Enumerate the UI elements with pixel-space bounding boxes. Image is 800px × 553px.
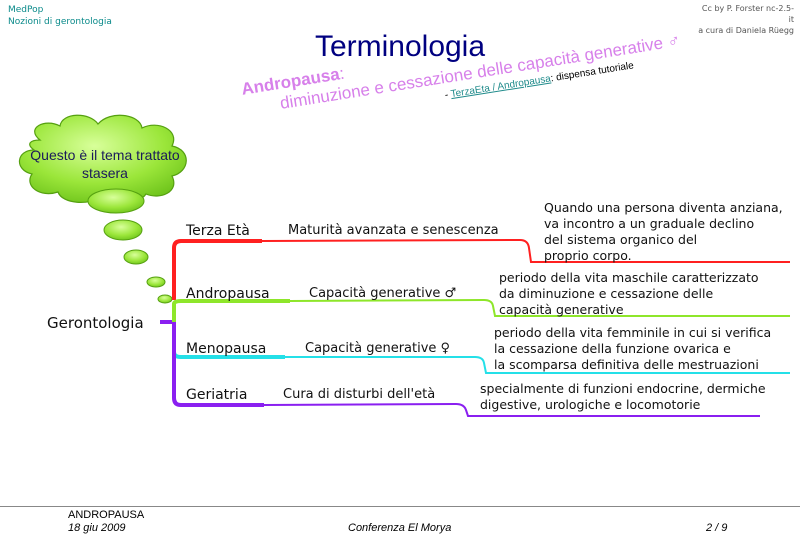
branch-line-andropausa bbox=[172, 299, 290, 322]
desc-menopausa: periodo della vita femminile in cui si v… bbox=[494, 325, 772, 372]
desc-terza-eta: Quando una persona diventa anziana, va i… bbox=[544, 200, 783, 263]
credit-line: a cura di Daniela Rüegg bbox=[698, 26, 794, 35]
footer-event: Conferenza El Morya bbox=[348, 522, 452, 534]
header-left: MedPop Nozioni di gerontologia bbox=[8, 4, 112, 28]
desc-geriatria: specialmente di funzioni endocrine, derm… bbox=[480, 381, 766, 412]
node-terza-eta[interactable]: Terza Età bbox=[186, 223, 250, 239]
subnode-geriatria[interactable]: Cura di disturbi dell'età bbox=[283, 387, 436, 402]
footer-date: 18 giu 2009 bbox=[68, 522, 126, 534]
node-andropausa[interactable]: Andropausa bbox=[186, 286, 270, 302]
thought-cloud bbox=[18, 114, 187, 304]
desc-andropausa: periodo della vita maschile caratterizza… bbox=[499, 270, 759, 317]
footer-topic: ANDROPAUSA bbox=[68, 509, 145, 521]
section-name: Nozioni di gerontologia bbox=[8, 17, 112, 27]
footer-page-number: 2 / 9 bbox=[706, 522, 728, 534]
subnode-menopausa[interactable]: Capacità generative ♀ bbox=[305, 341, 451, 356]
branch-line-terza-eta bbox=[172, 239, 262, 300]
cloud-text: Questo è il tema trattato stasera bbox=[30, 147, 180, 181]
app-name: MedPop bbox=[8, 5, 44, 15]
branch-line-geriatria bbox=[172, 322, 264, 407]
node-geriatria[interactable]: Geriatria bbox=[186, 387, 248, 403]
credit-line: Cc by P. Forster nc-2.5- bbox=[701, 4, 794, 13]
header-credits: Cc by P. Forster nc-2.5- it a cura di Da… bbox=[698, 3, 794, 36]
node-gerontologia[interactable]: Gerontologia bbox=[47, 314, 144, 332]
credit-line: it bbox=[788, 15, 794, 24]
subnode-andropausa[interactable]: Capacità generative ♂ bbox=[309, 286, 457, 301]
page-title: Terminologia bbox=[314, 30, 486, 63]
subnode-terza-eta[interactable]: Maturità avanzata e senescenza bbox=[288, 223, 499, 238]
footer-divider bbox=[0, 506, 800, 507]
node-menopausa[interactable]: Menopausa bbox=[186, 341, 267, 357]
